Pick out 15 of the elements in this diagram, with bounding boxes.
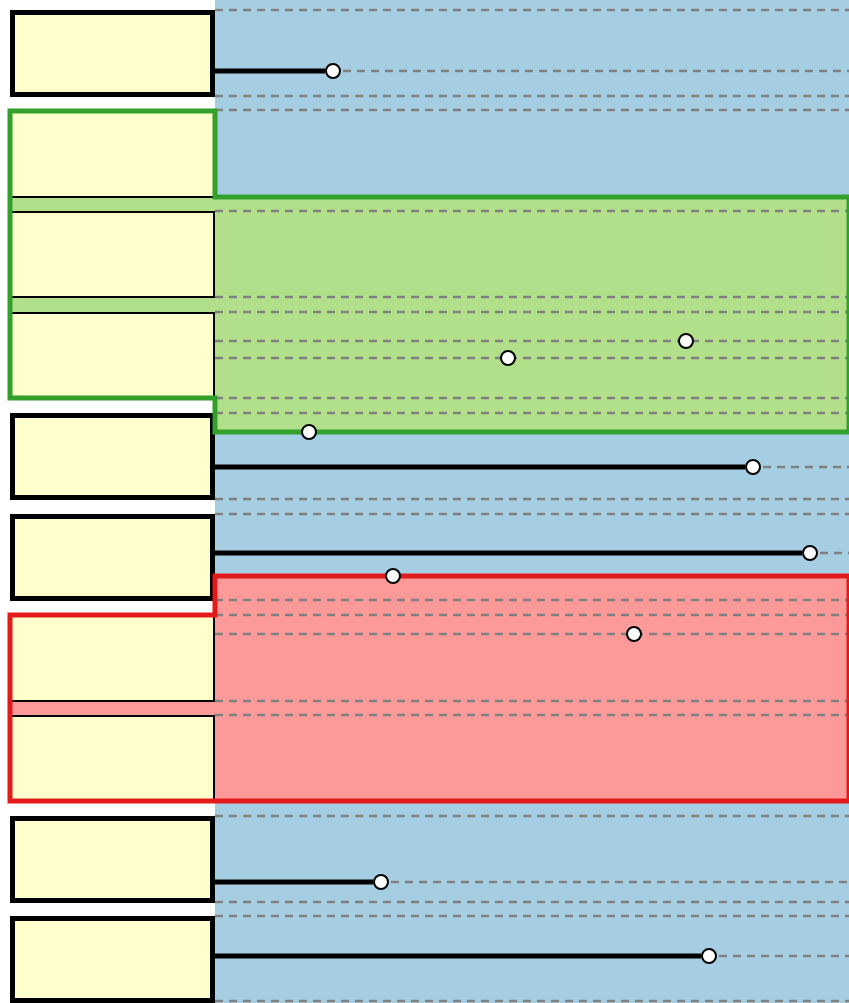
process-box <box>10 211 215 298</box>
process-box <box>10 514 215 601</box>
process-box <box>10 312 215 399</box>
connector-line <box>215 68 325 74</box>
process-box <box>10 615 215 702</box>
connector-line <box>215 953 701 959</box>
process-box <box>10 816 215 903</box>
connector-line <box>215 879 373 885</box>
process-box <box>10 10 215 97</box>
process-box <box>10 413 215 500</box>
connector-line <box>215 464 745 470</box>
process-box <box>10 111 215 198</box>
process-box <box>10 715 215 802</box>
process-box <box>10 916 215 1003</box>
connector-line <box>215 550 802 556</box>
